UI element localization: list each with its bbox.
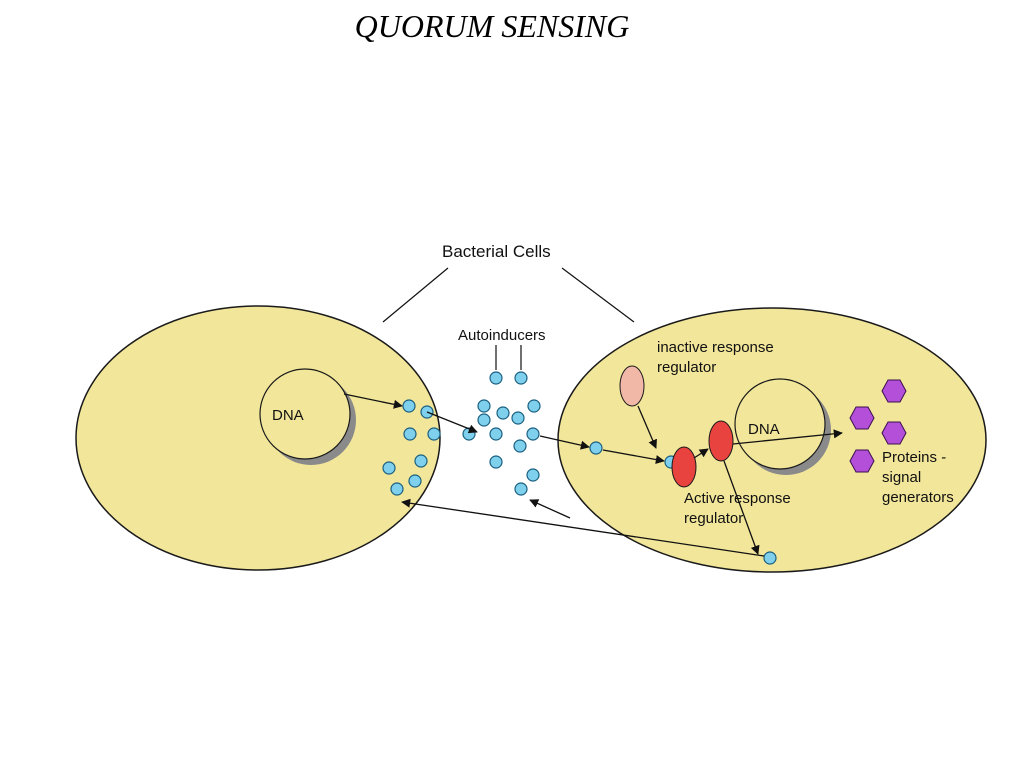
left-bacterial-cell [75, 305, 441, 571]
autoinducer [382, 461, 396, 475]
protein-hexagon [849, 406, 875, 430]
active-response-regulator [708, 420, 734, 462]
arrow-dna-to-autoinducers [343, 393, 403, 409]
inactive-regulator-label-line1: inactive response [657, 339, 774, 356]
autoinducer [511, 411, 525, 425]
arrow-right-to-outside [529, 499, 571, 519]
autoinducer [589, 441, 603, 455]
autoinducer [763, 551, 777, 565]
arrow-outside-to-right-cell [539, 435, 590, 450]
autoinducer [489, 455, 503, 469]
arrow-active-to-new-autoinducer [723, 460, 760, 555]
arrow-back-to-left-cell [401, 498, 765, 557]
active-response-regulator [671, 446, 697, 488]
bacterial-cells-pointer-left [382, 267, 449, 323]
autoinducer [390, 482, 404, 496]
page-title: QUORUM SENSING [354, 8, 630, 44]
left-dna-label: DNA [272, 407, 304, 424]
arrow-left-cell-to-outside [426, 411, 478, 434]
autoinducer [489, 427, 503, 441]
autoinducer [427, 427, 441, 441]
autoinducer [414, 454, 428, 468]
autoinducer [514, 371, 528, 385]
bacterial-cells-pointer-right [561, 267, 635, 323]
arrow-active-to-proteins [732, 429, 843, 445]
autoinducer [489, 371, 503, 385]
autoinducer [408, 474, 422, 488]
protein-signal-generators [849, 379, 907, 473]
autoinducer [514, 482, 528, 496]
right-dna-label: DNA [748, 421, 780, 438]
pathway-arrows [343, 393, 843, 557]
protein-hexagon [881, 421, 907, 445]
autoinducer [402, 399, 416, 413]
left-dna-nucleus [259, 368, 356, 465]
active-regulator-label-line2: regulator [684, 510, 743, 527]
autoinducer [496, 406, 510, 420]
proteins-label-line1: Proteins - [882, 449, 946, 466]
protein-hexagon [849, 449, 875, 473]
right-dna-nucleus [734, 378, 831, 475]
autoinducers-label: Autoinducers [458, 327, 546, 344]
inactive-regulator-label-line2: regulator [657, 359, 716, 376]
autoinducer [526, 427, 540, 441]
autoinducer [527, 399, 541, 413]
bacterial-cells-label: Bacterial Cells [442, 242, 551, 261]
arrow-to-receptor [602, 449, 665, 465]
autoinducer [403, 427, 417, 441]
proteins-label-line3: generators [882, 489, 954, 506]
autoinducer [477, 413, 491, 427]
arrow-active-to-active [693, 448, 709, 459]
inactive-response-regulator [619, 365, 645, 407]
proteins-label-line2: signal [882, 469, 921, 486]
autoinducer [526, 468, 540, 482]
autoinducer [477, 399, 491, 413]
autoinducer [513, 439, 527, 453]
autoinducer-molecules [382, 371, 777, 565]
protein-hexagon [881, 379, 907, 403]
arrow-inactive-to-active [637, 405, 657, 449]
